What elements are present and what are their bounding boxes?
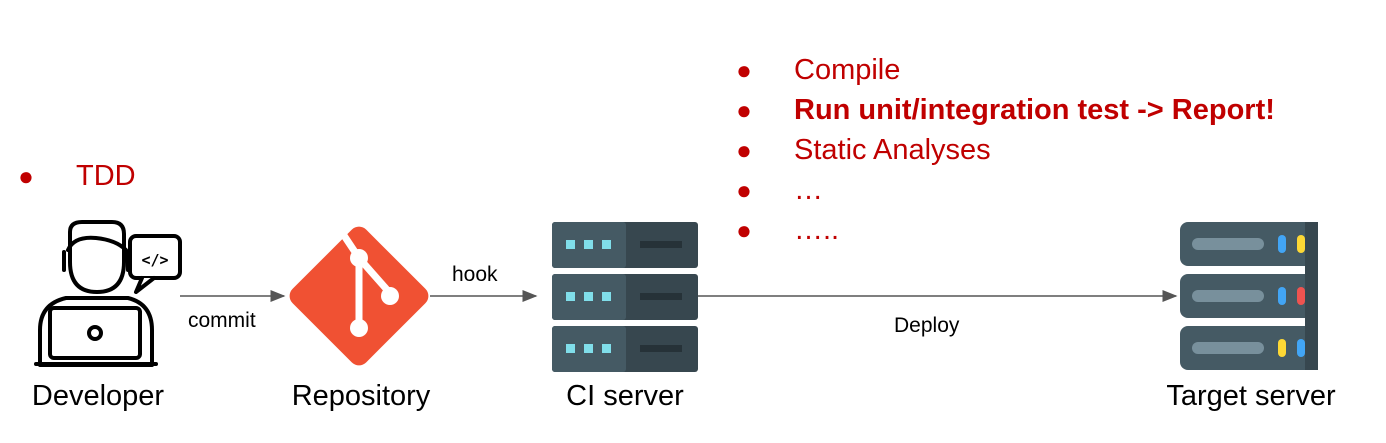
- deploy-label: Deploy: [894, 314, 960, 337]
- commit-label: commit: [188, 309, 256, 332]
- developer-label: Developer: [31, 380, 165, 412]
- bullet-icon: ●: [736, 215, 752, 245]
- repository-label: Repository: [291, 380, 431, 412]
- ci-server-icon: [552, 222, 698, 372]
- git-logo-icon: [289, 226, 429, 366]
- bullet-icon: ●: [736, 55, 752, 85]
- code-tag-icon: </>: [141, 251, 168, 269]
- ci-server-label: CI server: [566, 380, 684, 412]
- target-server-icon: [1180, 222, 1318, 370]
- developer-icon: [34, 220, 182, 367]
- bullet-icon: ●: [736, 175, 752, 205]
- bullet-icon: ●: [736, 95, 752, 125]
- target-server-label: Target server: [1166, 380, 1336, 412]
- bullet-icon: ●: [736, 135, 752, 165]
- bullet-icon: ●: [18, 161, 34, 191]
- hook-label: hook: [452, 263, 498, 286]
